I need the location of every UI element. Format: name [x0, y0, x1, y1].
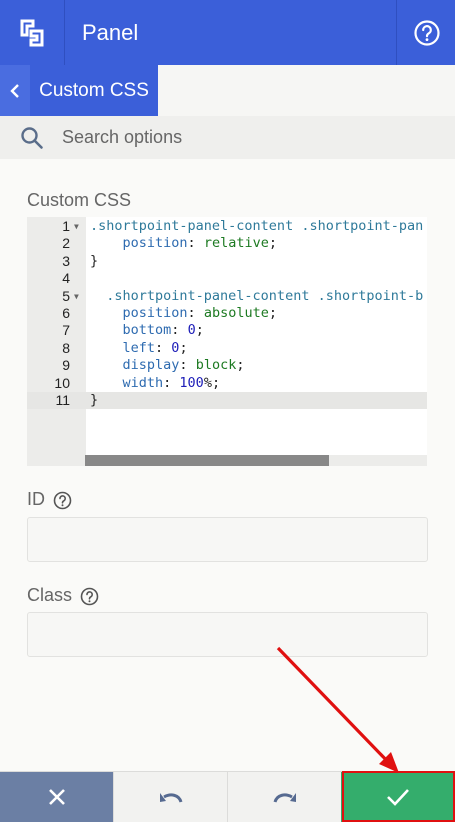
- search-bar: [0, 116, 455, 159]
- class-label: Class: [27, 585, 73, 605]
- line-number: 7: [62, 322, 70, 339]
- line-number: 3: [62, 252, 70, 269]
- confirm-button[interactable]: [341, 772, 455, 822]
- code-text: bottom: 0;: [122, 322, 204, 339]
- fold-toggle-icon[interactable]: ▼: [74, 291, 79, 301]
- code-text: width: 100%;: [122, 374, 221, 391]
- line-number: 11: [55, 391, 70, 408]
- code-line[interactable]: 8 left: 0;: [27, 340, 427, 357]
- code-line[interactable]: 1 ▼ .shortpoint-panel-content .shortpoint-…: [27, 218, 427, 235]
- breadcrumb: Custom CSS: [30, 65, 158, 116]
- line-number: 6: [62, 304, 70, 321]
- code-text: left: 0;: [122, 339, 188, 356]
- code-line[interactable]: 7 bottom: 0;: [27, 322, 427, 339]
- id-field[interactable]: [27, 517, 428, 562]
- logo[interactable]: [0, 0, 65, 65]
- chevron-left-icon: [10, 83, 19, 98]
- footer-toolbar: [0, 771, 455, 822]
- code-text: position: relative;: [122, 235, 277, 252]
- code-line[interactable]: 10 width: 100%;: [27, 375, 427, 392]
- search-input[interactable]: [62, 124, 432, 150]
- close-icon: [48, 789, 65, 805]
- code-text: }: [90, 252, 99, 269]
- line-number: 10: [54, 374, 70, 391]
- help-icon: [413, 19, 440, 46]
- code-line[interactable]: 9 display: block;: [27, 357, 427, 374]
- check-icon: [387, 789, 409, 806]
- back-button[interactable]: [0, 65, 30, 116]
- line-number: 9: [62, 357, 70, 374]
- code-line[interactable]: 11}: [27, 391, 427, 410]
- class-field[interactable]: [27, 612, 428, 657]
- code-text: .shortpoint-panel-content .shortpoint-pa…: [90, 218, 424, 234]
- fold-toggle-icon[interactable]: ▼: [74, 222, 79, 231]
- help-icon[interactable]: [80, 587, 99, 606]
- custom-css-label: Custom CSS: [27, 190, 132, 210]
- undo-icon: [160, 793, 183, 803]
- search-icon: [21, 127, 43, 149]
- id-label-row: ID: [27, 489, 72, 510]
- line-number: 2: [62, 235, 70, 252]
- css-code-editor[interactable]: 1 ▼ .shortpoint-panel-content .shortpoint-…: [27, 217, 427, 466]
- cancel-button[interactable]: [0, 772, 113, 822]
- code-text: position: absolute;: [122, 304, 277, 321]
- line-number: 4: [62, 270, 70, 287]
- code-lines: 1 ▼ .shortpoint-panel-content .shortpoint-…: [27, 218, 427, 410]
- line-number: 8: [62, 339, 70, 356]
- code-line[interactable]: 5 ▼ .shortpoint-panel-content .shortpoint…: [27, 288, 427, 305]
- line-number: 5: [62, 287, 70, 304]
- undo-button[interactable]: [113, 772, 228, 822]
- help-icon[interactable]: [53, 491, 72, 510]
- code-line[interactable]: 6 position: absolute;: [27, 305, 427, 322]
- editor-gutter: [27, 217, 86, 466]
- help-button[interactable]: [396, 0, 455, 65]
- code-line[interactable]: 2 position: relative;: [27, 235, 427, 252]
- shortpoint-logo-icon: [20, 19, 44, 46]
- line-number: 1: [62, 218, 70, 234]
- horizontal-scrollbar[interactable]: [85, 455, 329, 466]
- top-bar: [0, 0, 455, 65]
- class-label-row: Class: [27, 585, 99, 606]
- code-line[interactable]: 4: [27, 270, 427, 287]
- code-text: .shortpoint-panel-content .shortpoint-b: [90, 287, 424, 304]
- id-label: ID: [27, 489, 45, 509]
- redo-button[interactable]: [227, 772, 342, 822]
- code-text: display: block;: [122, 357, 245, 374]
- page-title: Panel: [82, 20, 139, 45]
- redo-icon: [273, 793, 296, 803]
- code-line[interactable]: 3}: [27, 253, 427, 270]
- code-text: }: [90, 391, 99, 408]
